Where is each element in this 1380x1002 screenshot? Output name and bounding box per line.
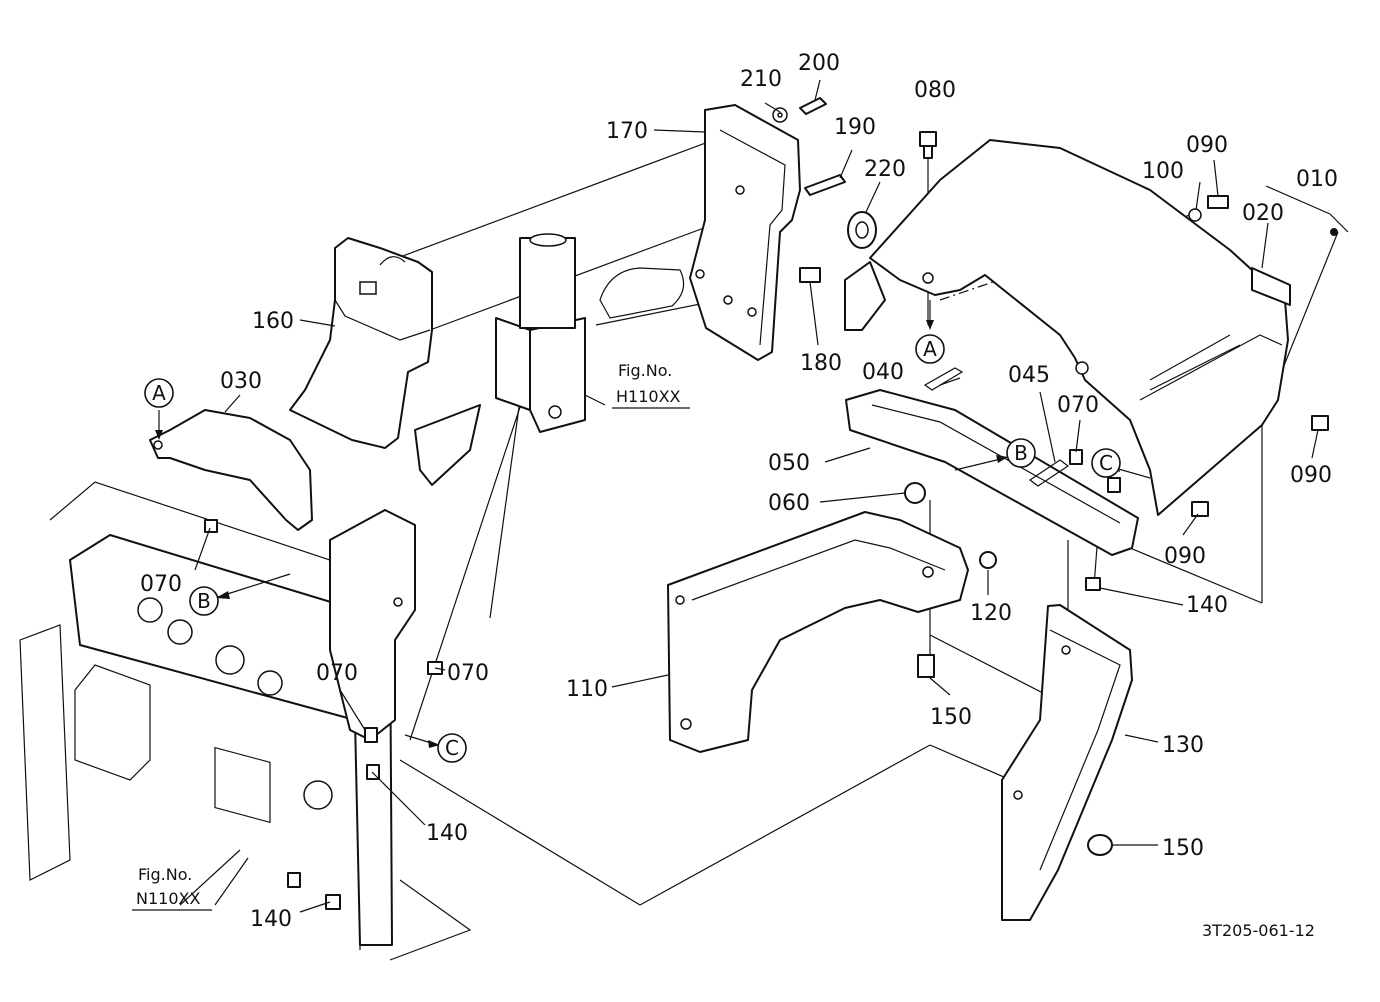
label-140-right: 140 xyxy=(1186,593,1228,618)
fig-ref-h-label: Fig.No. xyxy=(618,361,672,380)
label-220: 220 xyxy=(864,157,906,182)
callout-a-right: A xyxy=(915,334,945,364)
label-180: 180 xyxy=(800,351,842,376)
label-070-frame: 070 xyxy=(316,661,358,686)
part-160-column-cover xyxy=(289,237,433,449)
steering-bracket-assembly xyxy=(414,233,685,486)
label-leaders xyxy=(194,79,1349,913)
label-150-center: 150 xyxy=(930,705,972,730)
label-140-bottom: 140 xyxy=(250,907,292,932)
callout-b-right-text: B xyxy=(1014,441,1028,465)
fig-ref-h-number: H110XX xyxy=(616,387,681,406)
fig-ref-n-label: Fig.No. xyxy=(138,865,192,884)
callout-b-left: B xyxy=(189,586,219,616)
callout-b-right: B xyxy=(1006,438,1036,468)
part-130-lower-panel xyxy=(1001,604,1133,921)
label-090-lower: 090 xyxy=(1164,544,1206,569)
callout-b-left-text: B xyxy=(197,589,211,613)
label-020: 020 xyxy=(1242,201,1284,226)
label-040: 040 xyxy=(862,360,904,385)
label-130: 130 xyxy=(1162,733,1204,758)
callout-c-left: C xyxy=(437,733,467,763)
assembly-lines xyxy=(179,131,1339,906)
callout-c-left-text: C xyxy=(445,736,459,760)
label-210: 210 xyxy=(740,67,782,92)
label-200: 200 xyxy=(798,51,840,76)
label-170: 170 xyxy=(606,119,648,144)
part-050-channel xyxy=(845,389,1139,556)
label-080: 080 xyxy=(914,78,956,103)
label-050: 050 xyxy=(768,451,810,476)
part-030-shroud xyxy=(149,409,313,531)
label-060: 060 xyxy=(768,491,810,516)
callout-a-right-text: A xyxy=(923,337,937,361)
part-110-left-fender xyxy=(667,511,969,753)
label-030: 030 xyxy=(220,369,262,394)
label-045: 045 xyxy=(1008,363,1050,388)
label-070-left: 070 xyxy=(140,572,182,597)
callout-c-right: C xyxy=(1091,448,1121,478)
callout-c-right-text: C xyxy=(1099,451,1113,475)
fasteners xyxy=(204,97,1338,910)
callout-a-left-text: A xyxy=(152,381,166,405)
top-hood xyxy=(844,139,1289,516)
rods xyxy=(923,367,1070,487)
fig-ref-n-number: N110XX xyxy=(136,889,200,908)
label-140-center: 140 xyxy=(426,821,468,846)
part-labels: 010 020 030 040 045 050 060 070 070 070 … xyxy=(140,51,1338,932)
callout-a-left: A xyxy=(144,378,174,408)
label-190: 190 xyxy=(834,115,876,140)
label-120: 120 xyxy=(970,601,1012,626)
label-070-center: 070 xyxy=(447,661,489,686)
dashboard-frame xyxy=(19,481,472,961)
label-010: 010 xyxy=(1296,167,1338,192)
figure-ref-n110xx: Fig.No. N110XX xyxy=(132,865,212,911)
figure-ref-h110xx: Fig.No. H110XX xyxy=(612,361,690,409)
label-160: 160 xyxy=(252,309,294,334)
label-070-right: 070 xyxy=(1057,393,1099,418)
label-100: 100 xyxy=(1142,159,1184,184)
part-170-rear-cover xyxy=(689,104,801,361)
drawing-code: 3T205-061-12 xyxy=(1202,921,1315,940)
label-110: 110 xyxy=(566,677,608,702)
label-090-right: 090 xyxy=(1290,463,1332,488)
label-150-right: 150 xyxy=(1162,836,1204,861)
label-090-top: 090 xyxy=(1186,133,1228,158)
